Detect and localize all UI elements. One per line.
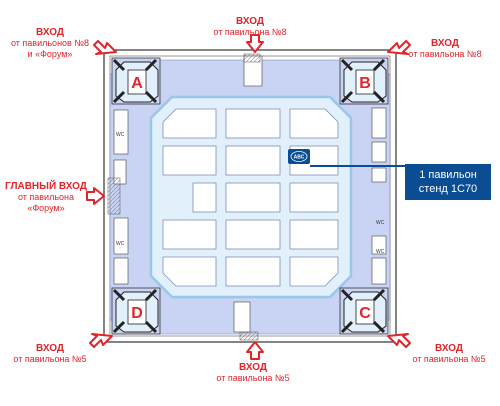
stand-number: стенд 1С70 <box>418 183 478 195</box>
booth <box>162 108 217 139</box>
booth <box>192 182 217 213</box>
entrance-label-main-left: ГЛАВНЫЙ ВХОД от павильона «Форум» <box>2 181 90 214</box>
booth <box>225 256 281 287</box>
corner-letter-a: A <box>131 75 143 92</box>
entrance-source: от павильона <box>17 192 75 202</box>
corner-stair-bottom-left <box>111 287 161 335</box>
wc-label: WC <box>376 220 385 226</box>
booth <box>225 182 281 213</box>
booth <box>225 145 281 176</box>
booth <box>162 145 217 176</box>
door-top <box>243 53 261 63</box>
entrance-label-bottom-center: ВХОД от павильона №5 <box>208 362 298 384</box>
entrance-source: от павильона №8 <box>408 49 482 59</box>
wc-label: WC <box>116 132 125 138</box>
entrance-title: ГЛАВНЫЙ ВХОД <box>5 181 87 192</box>
service-rooms <box>113 55 387 333</box>
entrance-label-bottom-right: ВХОД от павильона №5 <box>404 343 494 365</box>
entrance-source: от павильонов №8 <box>11 38 89 48</box>
stand-logo-text: АВС <box>294 155 305 161</box>
entrance-label-top-left: ВХОД от павильонов №8 и «Форум» <box>2 27 98 60</box>
booth <box>162 256 217 287</box>
entrance-title: ВХОД <box>35 343 65 354</box>
entrance-label-bottom-left: ВХОД от павильона №5 <box>6 343 94 365</box>
entrance-title: ВХОД <box>35 27 65 38</box>
corner-stair-top-right <box>339 57 389 105</box>
entrance-source: «Форум» <box>27 203 65 213</box>
entrance-title: ВХОД <box>430 38 460 49</box>
entrance-arrows <box>86 34 411 360</box>
entrance-label-top-center: ВХОД от павильона №8 <box>205 16 295 38</box>
arrow-icon <box>246 34 264 53</box>
booth <box>289 108 339 139</box>
booth <box>289 256 339 287</box>
arrow-icon <box>93 40 117 55</box>
wc-label: WC <box>376 249 385 255</box>
corner-letter-d: D <box>131 305 143 322</box>
entrance-label-top-right: ВХОД от павильона №8 <box>400 38 490 60</box>
corner-stair-bottom-right <box>339 287 389 335</box>
corner-letter-b: B <box>359 75 371 92</box>
arrow-icon <box>246 341 264 360</box>
stand-callout: 1 павильон стенд 1С70 <box>405 164 491 200</box>
entrance-source: от павильона №5 <box>13 354 87 364</box>
door-bottom <box>239 331 259 341</box>
entrance-source: от павильона №8 <box>213 27 287 37</box>
door-main-left <box>107 177 121 215</box>
arrow-icon <box>89 333 113 348</box>
booth <box>225 108 281 139</box>
booth <box>225 219 281 250</box>
arrow-icon <box>86 187 105 205</box>
entrance-title: ВХОД <box>434 343 464 354</box>
entrance-source: от павильона №5 <box>412 354 486 364</box>
stand-logo-ring <box>290 151 308 162</box>
booth <box>289 219 339 250</box>
entrance-title: ВХОД <box>235 16 265 27</box>
booth <box>289 182 339 213</box>
entrance-title: ВХОД <box>238 362 268 373</box>
entrance-source: и «Форум» <box>27 49 73 59</box>
arrow-icon <box>387 333 411 348</box>
corner-letter-c: C <box>359 305 371 322</box>
wc-label: WC <box>116 241 125 247</box>
booth <box>162 219 217 250</box>
entrance-source: от павильона №5 <box>216 373 290 383</box>
stand-pavilion: 1 павильон <box>419 169 477 181</box>
corner-stair-top-left <box>111 57 161 105</box>
arrow-icon <box>387 40 411 55</box>
